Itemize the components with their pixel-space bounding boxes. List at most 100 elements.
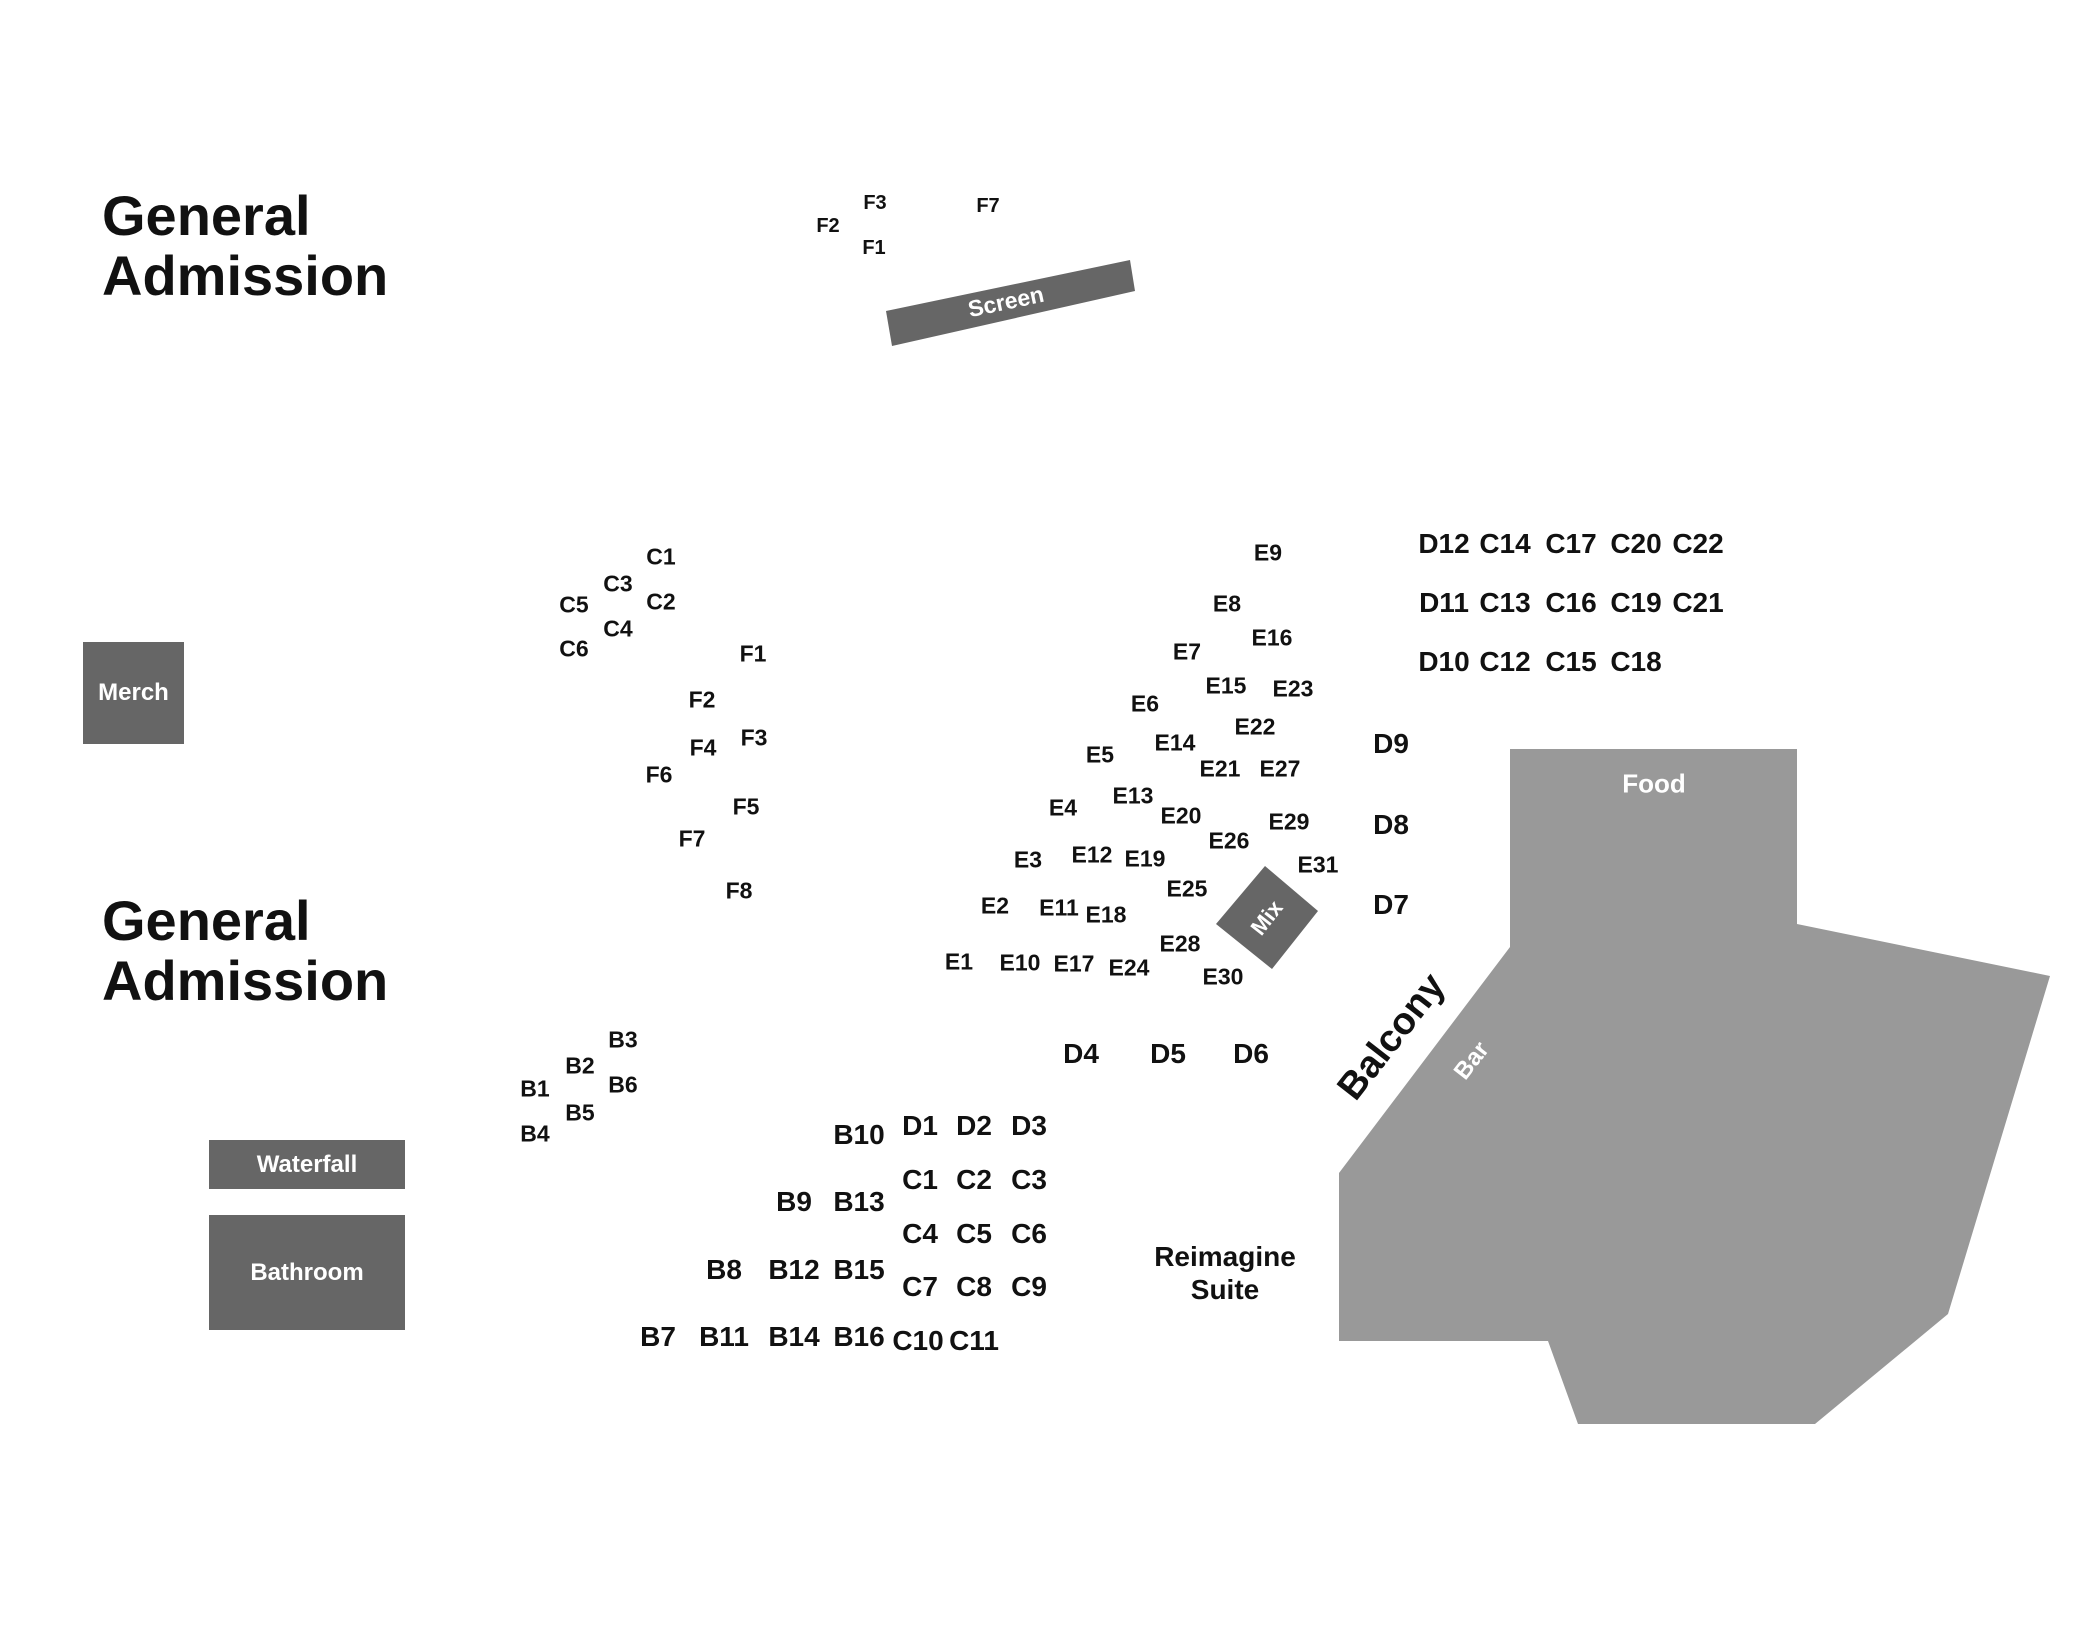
- seat-e8[interactable]: E8: [1212, 590, 1242, 617]
- seat-left-b1[interactable]: B1: [520, 1075, 550, 1102]
- seat-top-f7[interactable]: F7: [976, 195, 1000, 217]
- seat-top-f3[interactable]: F3: [863, 192, 887, 214]
- seat-left-b4[interactable]: B4: [520, 1120, 550, 1147]
- seat-left-c1[interactable]: C1: [646, 543, 676, 570]
- seat-e9[interactable]: E9: [1253, 539, 1283, 566]
- seat-d10[interactable]: D10: [1418, 646, 1470, 677]
- seat-tr-c17[interactable]: C17: [1545, 528, 1597, 559]
- seat-d8[interactable]: D8: [1373, 809, 1409, 840]
- seat-c9[interactable]: C9: [1011, 1271, 1047, 1302]
- seat-b14[interactable]: B14: [768, 1321, 820, 1352]
- seat-d6[interactable]: D6: [1233, 1038, 1269, 1069]
- seat-left-f4[interactable]: F4: [689, 734, 717, 761]
- seat-tr-c21[interactable]: C21: [1672, 587, 1724, 618]
- merch-area[interactable]: Merch: [83, 642, 184, 744]
- seat-b16[interactable]: B16: [833, 1321, 885, 1352]
- seat-c7[interactable]: C7: [902, 1271, 938, 1302]
- seat-left-f6[interactable]: F6: [645, 761, 673, 788]
- seat-c1[interactable]: C1: [902, 1164, 938, 1195]
- seat-e26[interactable]: E26: [1208, 827, 1250, 854]
- seat-e30[interactable]: E30: [1202, 963, 1244, 990]
- seat-c6[interactable]: C6: [1011, 1218, 1047, 1249]
- seat-b10[interactable]: B10: [833, 1119, 885, 1150]
- seat-e12[interactable]: E12: [1071, 841, 1113, 868]
- seat-e3[interactable]: E3: [1013, 846, 1043, 873]
- seat-e6[interactable]: E6: [1130, 690, 1160, 717]
- seat-e22[interactable]: E22: [1234, 713, 1276, 740]
- seat-tr-c14[interactable]: C14: [1479, 528, 1531, 559]
- seat-e27[interactable]: E27: [1259, 755, 1301, 782]
- seat-left-f5[interactable]: F5: [732, 793, 760, 820]
- seat-e1[interactable]: E1: [944, 948, 974, 975]
- seat-d4[interactable]: D4: [1063, 1038, 1099, 1069]
- seat-c4[interactable]: C4: [902, 1218, 938, 1249]
- seat-left-f1[interactable]: F1: [739, 640, 767, 667]
- seat-e10[interactable]: E10: [999, 949, 1041, 976]
- bathroom-area[interactable]: Bathroom: [209, 1215, 405, 1330]
- seat-d9[interactable]: D9: [1373, 728, 1409, 759]
- seat-left-c3[interactable]: C3: [603, 570, 633, 597]
- seat-tr-c15[interactable]: C15: [1545, 646, 1597, 677]
- seat-tr-c13[interactable]: C13: [1479, 587, 1531, 618]
- seat-e2[interactable]: E2: [980, 892, 1010, 919]
- seat-e29[interactable]: E29: [1268, 808, 1310, 835]
- seat-left-c6[interactable]: C6: [559, 635, 589, 662]
- seat-left-f2[interactable]: F2: [688, 686, 716, 713]
- seat-b7[interactable]: B7: [640, 1321, 676, 1352]
- seat-left-b6[interactable]: B6: [608, 1071, 638, 1098]
- seat-e16[interactable]: E16: [1251, 624, 1293, 651]
- seat-b13[interactable]: B13: [833, 1186, 885, 1217]
- seat-left-b5[interactable]: B5: [565, 1099, 595, 1126]
- seat-d11[interactable]: D11: [1419, 587, 1469, 618]
- food-area-label[interactable]: Food: [1622, 768, 1686, 799]
- seat-d5[interactable]: D5: [1150, 1038, 1186, 1069]
- seat-b9[interactable]: B9: [776, 1186, 812, 1217]
- seat-left-f8[interactable]: F8: [725, 877, 753, 904]
- seat-left-c5[interactable]: C5: [559, 591, 589, 618]
- seat-e21[interactable]: E21: [1199, 755, 1241, 782]
- seat-e23[interactable]: E23: [1272, 675, 1314, 702]
- seat-e28[interactable]: E28: [1159, 930, 1201, 957]
- seat-left-c2[interactable]: C2: [646, 588, 676, 615]
- seat-tr-c22[interactable]: C22: [1672, 528, 1724, 559]
- seat-left-f3[interactable]: F3: [740, 724, 768, 751]
- seat-d7[interactable]: D7: [1373, 889, 1409, 920]
- seat-e19[interactable]: E19: [1124, 845, 1166, 872]
- seat-tr-c16[interactable]: C16: [1545, 587, 1597, 618]
- seat-e4[interactable]: E4: [1048, 794, 1078, 821]
- seat-e20[interactable]: E20: [1160, 802, 1202, 829]
- seat-c2[interactable]: C2: [956, 1164, 992, 1195]
- seat-top-f1[interactable]: F1: [862, 237, 886, 259]
- seat-e11[interactable]: E11: [1039, 894, 1079, 921]
- seat-c11[interactable]: C11: [949, 1325, 999, 1356]
- seat-e31[interactable]: E31: [1297, 851, 1339, 878]
- reimagine-suite-label[interactable]: Reimagine Suite: [1154, 1241, 1296, 1305]
- seat-e17[interactable]: E17: [1053, 950, 1095, 977]
- seat-e7[interactable]: E7: [1172, 638, 1202, 665]
- seat-d2[interactable]: D2: [956, 1110, 992, 1141]
- seat-e18[interactable]: E18: [1085, 901, 1127, 928]
- seat-tr-c19[interactable]: C19: [1610, 587, 1662, 618]
- seat-top-f2[interactable]: F2: [816, 215, 840, 237]
- seat-e5[interactable]: E5: [1085, 741, 1115, 768]
- seat-e24[interactable]: E24: [1108, 954, 1150, 981]
- seat-left-b3[interactable]: B3: [608, 1026, 638, 1053]
- seat-b15[interactable]: B15: [833, 1254, 885, 1285]
- seat-c5[interactable]: C5: [956, 1218, 992, 1249]
- seat-tr-c12[interactable]: C12: [1479, 646, 1531, 677]
- seat-left-f7[interactable]: F7: [678, 825, 706, 852]
- seat-c10[interactable]: C10: [892, 1325, 944, 1356]
- seat-b11[interactable]: B11: [699, 1321, 749, 1352]
- seat-left-c4[interactable]: C4: [603, 615, 633, 642]
- seat-d1[interactable]: D1: [902, 1110, 938, 1141]
- seat-b12[interactable]: B12: [768, 1254, 820, 1285]
- seat-d12[interactable]: D12: [1418, 528, 1470, 559]
- seat-e15[interactable]: E15: [1205, 672, 1247, 699]
- seat-c3[interactable]: C3: [1011, 1164, 1047, 1195]
- seat-e13[interactable]: E13: [1112, 782, 1154, 809]
- seat-b8[interactable]: B8: [706, 1254, 742, 1285]
- seat-left-b2[interactable]: B2: [565, 1052, 595, 1079]
- seat-c8[interactable]: C8: [956, 1271, 992, 1302]
- seat-e14[interactable]: E14: [1154, 729, 1196, 756]
- seat-tr-c20[interactable]: C20: [1610, 528, 1662, 559]
